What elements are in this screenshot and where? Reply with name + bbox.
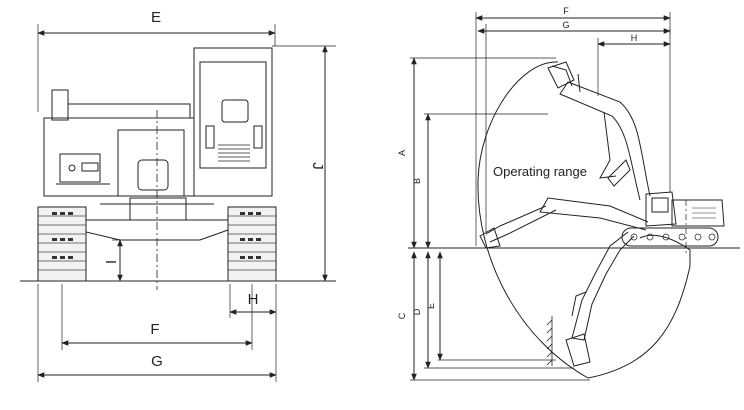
side-dim-label-E: E bbox=[426, 303, 436, 309]
excavator-body bbox=[621, 191, 725, 247]
dim-label-G: G bbox=[151, 353, 163, 370]
side-dim-label-A: A bbox=[397, 150, 407, 156]
dim-label-H: H bbox=[248, 291, 259, 308]
side-dim-label-B: B bbox=[412, 178, 422, 184]
counterweight-top bbox=[51, 89, 69, 121]
boom-reach-position bbox=[479, 197, 649, 249]
left-track bbox=[37, 206, 87, 282]
bucket-dig bbox=[565, 333, 591, 367]
right-track bbox=[227, 206, 277, 282]
side-dim-label-H: H bbox=[631, 33, 638, 43]
dim-label-F: F bbox=[150, 321, 159, 338]
boom-cylinder-front bbox=[137, 159, 169, 191]
boom-raised-position bbox=[547, 61, 651, 201]
side-cab bbox=[645, 191, 677, 227]
dim-label-J: J bbox=[309, 162, 326, 170]
bucket-top bbox=[547, 61, 575, 89]
cab bbox=[193, 47, 273, 197]
dim-label-E: E bbox=[151, 9, 161, 26]
side-view bbox=[408, 12, 740, 381]
undercarriage-frame bbox=[85, 219, 229, 241]
dim-label-I: I bbox=[102, 260, 119, 264]
operating-range-envelope bbox=[477, 61, 691, 379]
operator-seat bbox=[221, 99, 249, 123]
trench-wall bbox=[546, 316, 553, 366]
bucket-ground bbox=[479, 227, 501, 249]
side-dim-label-G: G bbox=[562, 20, 569, 30]
swing-ring bbox=[129, 197, 187, 221]
side-dim-label-C: C bbox=[397, 312, 407, 319]
side-dim-label-F: F bbox=[563, 6, 569, 16]
operating-range-label: Operating range bbox=[493, 164, 587, 179]
side-dim-label-D: D bbox=[412, 308, 422, 315]
boom-dig-position bbox=[565, 231, 635, 367]
front-view bbox=[20, 24, 336, 382]
